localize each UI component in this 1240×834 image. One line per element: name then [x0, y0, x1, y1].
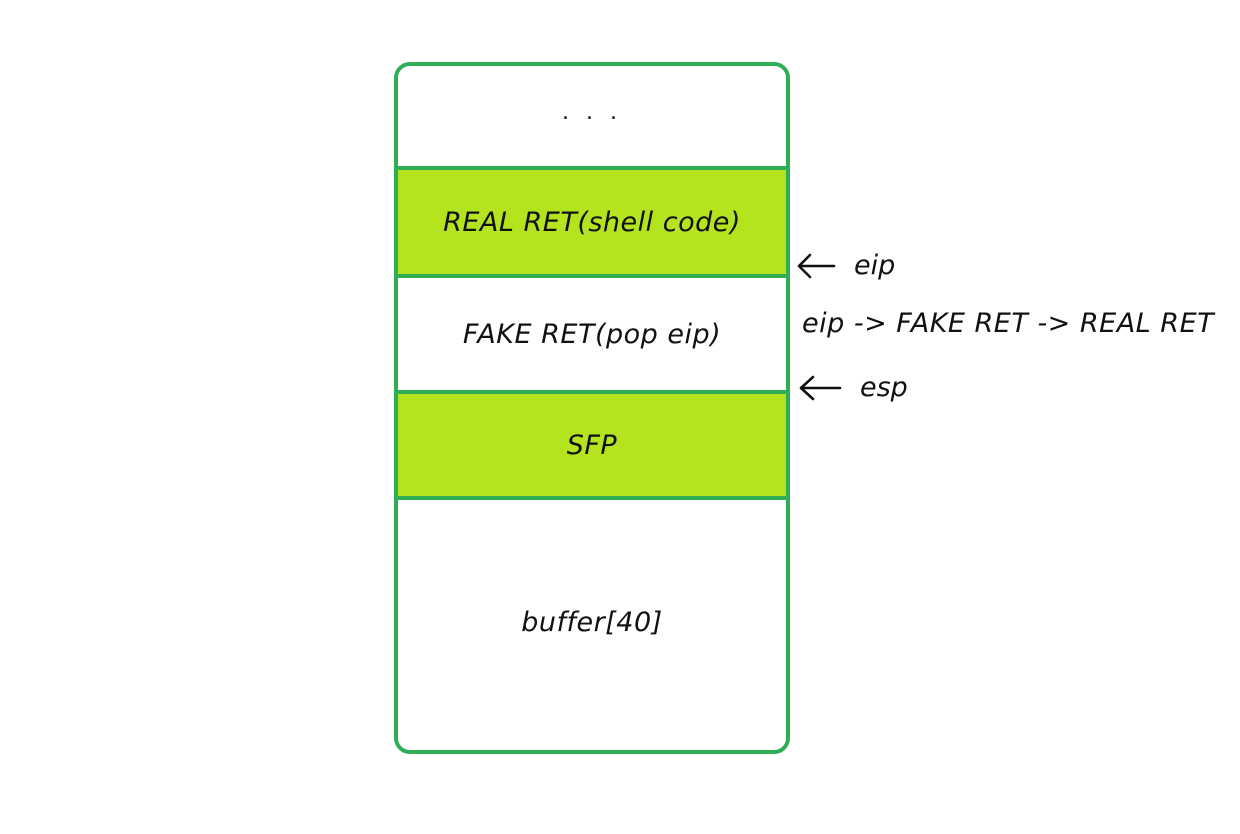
- stack-cell-label: . . .: [562, 100, 622, 125]
- arrow-left-icon: [799, 375, 842, 400]
- stack-cell-sfp: SFP: [398, 390, 786, 500]
- stack-cell-label: REAL RET(shell code): [443, 206, 741, 238]
- stack-cell-fake-ret: FAKE RET(pop eip): [398, 278, 786, 390]
- eip-pointer: eip: [796, 250, 895, 281]
- esp-pointer: esp: [798, 372, 908, 403]
- stack-cell-ellipsis: . . .: [398, 66, 786, 166]
- esp-label: esp: [860, 372, 908, 403]
- arrow-left-icon: [797, 253, 836, 278]
- stack-cell-label: buffer[40]: [521, 606, 663, 638]
- eip-label: eip: [854, 250, 896, 281]
- eip-flow-annotation: eip -> FAKE RET -> REAL RET: [802, 308, 1215, 339]
- stack-cell-buffer: buffer[40]: [398, 500, 786, 750]
- stack-frame: . . . REAL RET(shell code) FAKE RET(pop …: [394, 62, 790, 754]
- stack-cell-label: FAKE RET(pop eip): [462, 318, 722, 350]
- stack-cell-real-ret: REAL RET(shell code): [398, 166, 786, 278]
- stack-cell-label: SFP: [566, 429, 618, 461]
